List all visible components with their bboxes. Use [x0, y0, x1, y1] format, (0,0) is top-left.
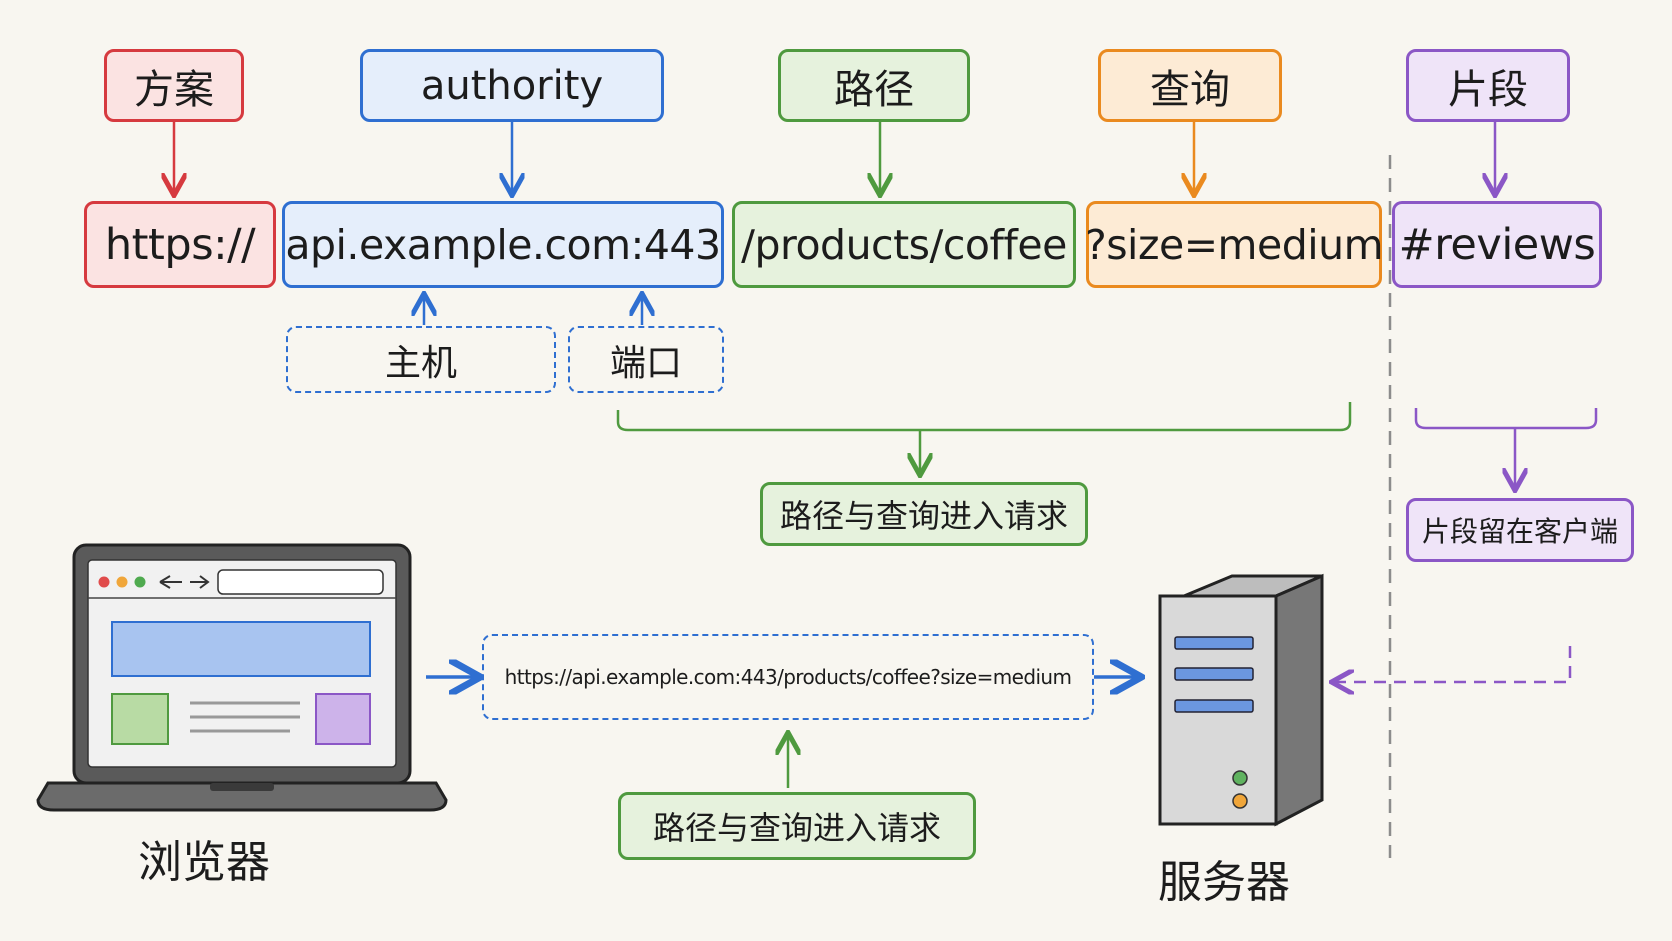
- segment-scheme: https://: [84, 201, 276, 288]
- segment-path: /products/coffee: [732, 201, 1076, 288]
- label-authority: authority: [360, 49, 664, 122]
- request-url-box: https://api.example.com:443/products/cof…: [482, 634, 1094, 720]
- label-path: 路径: [778, 49, 970, 122]
- server-icon: [1158, 573, 1324, 827]
- note-fragment-stays: 片段留在客户端: [1406, 498, 1634, 562]
- fragment-not-sent-arrow: [1334, 646, 1572, 682]
- fragment-brace: [1414, 408, 1598, 430]
- sub-label-host: 主机: [286, 326, 556, 393]
- note-request-bottom: 路径与查询进入请求: [618, 792, 976, 860]
- sub-label-port: 端口: [568, 326, 724, 393]
- label-scheme: 方案: [104, 49, 244, 122]
- request-brace: [616, 402, 1352, 432]
- segment-fragment: #reviews: [1392, 201, 1602, 288]
- browser-laptop-icon: [36, 543, 448, 812]
- segment-authority: api.example.com:443: [282, 201, 724, 288]
- browser-label: 浏览器: [138, 837, 270, 888]
- note-request-top: 路径与查询进入请求: [760, 482, 1088, 546]
- label-fragment: 片段: [1406, 49, 1570, 122]
- server-label: 服务器: [1158, 857, 1290, 908]
- label-query: 查询: [1098, 49, 1282, 122]
- segment-query: ?size=medium: [1085, 201, 1384, 288]
